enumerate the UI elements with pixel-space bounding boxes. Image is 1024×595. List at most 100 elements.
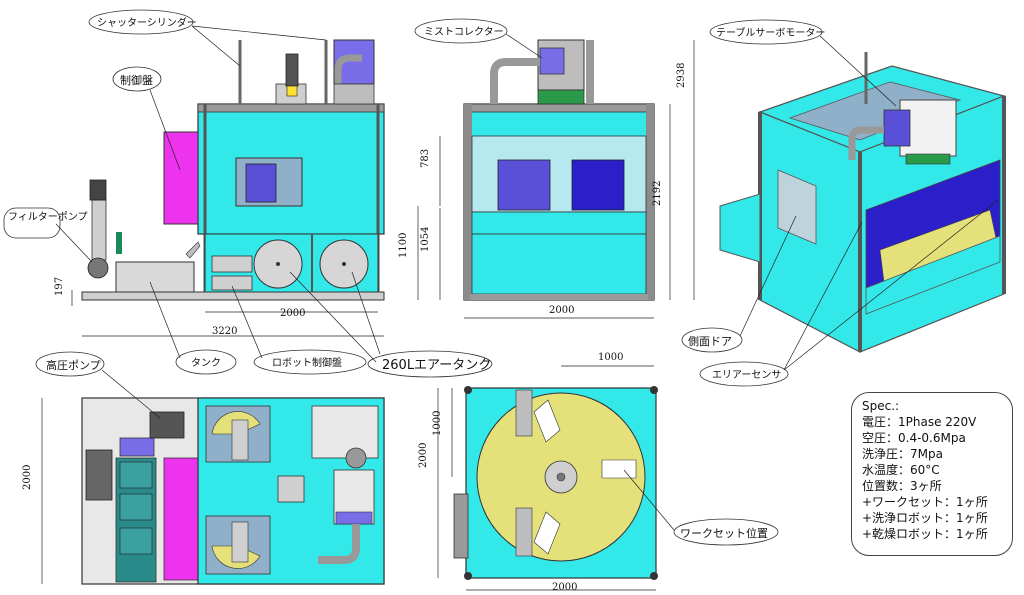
table-corner-4 <box>650 572 658 580</box>
table-callouts: ワークセット位置 <box>623 469 779 546</box>
side-mist-collector-motor <box>539 47 565 75</box>
side-robot-left <box>497 159 551 211</box>
spec-line-wash-pressure: 洗浄圧：7Mpa <box>862 447 943 461</box>
front-air-tank-2-hub <box>342 262 346 266</box>
plan-servo-center <box>277 475 305 503</box>
callout-work-set-bubble <box>673 518 779 546</box>
table-corner-2 <box>650 386 658 394</box>
plan-duct-pipe <box>318 524 360 564</box>
front-robot-panel-1 <box>211 255 253 273</box>
callout-mist-collector-bubble <box>414 18 508 44</box>
side-robot-right <box>571 159 625 211</box>
side-dim-1100: 1100 <box>398 233 409 258</box>
turntable-jig-2 <box>533 511 561 555</box>
iso-top-panel <box>788 81 962 141</box>
side-dim-2192: 2192 <box>652 181 663 206</box>
table-dim-1000-top: 1000 <box>598 352 623 363</box>
plan-robot-1 <box>231 419 249 461</box>
spec-line-water-temp: 水温度：60°C <box>862 463 940 477</box>
callout-shutter-cylinder-bubble <box>88 9 194 35</box>
side-dim-783: 783 <box>420 149 431 168</box>
front-robot-panel-2 <box>211 275 253 291</box>
iso-view <box>719 52 1006 353</box>
front-dim-197: 197 <box>54 277 65 296</box>
iso-callouts: テーブルサーボモーター 側面ドア エリアーセンサ <box>681 19 999 387</box>
callout-robot-control-panel-bubble <box>253 349 367 375</box>
side-base <box>470 294 648 300</box>
leader-mist-collector <box>505 33 543 59</box>
turntable-jig-1 <box>533 399 561 443</box>
leader-filter-pump <box>55 223 93 263</box>
front-top-rail <box>197 103 385 113</box>
side-callouts: ミストコレクター <box>414 18 543 59</box>
side-post-right <box>646 104 654 300</box>
table-dim-2000-bottom: 2000 <box>552 582 577 593</box>
leader-area-sensor-1 <box>783 221 863 371</box>
leader-work-set <box>623 469 675 531</box>
callout-filter-pump-bubble <box>3 207 61 239</box>
plan-hp-pump-motor <box>119 437 155 457</box>
plan-dim-2000: 2000 <box>22 465 33 490</box>
side-dim-1054: 1054 <box>420 227 431 252</box>
front-view: 197 2000 3220 <box>54 39 385 337</box>
callout-hp-pump-bubble <box>35 351 105 377</box>
callout-table-servo-motor: テーブルサーボモーター <box>716 26 825 39</box>
side-post-left <box>464 104 472 300</box>
front-control-panel <box>163 131 199 225</box>
iso-servo-motor <box>883 109 911 147</box>
table-corner-1 <box>464 386 472 394</box>
leader-tank <box>149 281 181 359</box>
plan-view: 2000 <box>22 397 385 585</box>
table-robot-1 <box>515 389 533 437</box>
leader-shutter-right <box>191 25 327 41</box>
spec-line-dry-robot: +乾燥ロボット：1ヶ所 <box>862 527 988 541</box>
spec-line-positions: 位置数：3ヶ所 <box>862 479 942 493</box>
callout-high-pressure-pump: 高圧ポンプ <box>46 358 101 372</box>
callout-side-door: 側面ドア <box>688 335 732 348</box>
front-air-tank-1-hub <box>276 262 280 266</box>
front-collector-stand <box>333 83 375 105</box>
plan-control-panel <box>163 457 199 581</box>
spec-line-air-pressure: 空圧：0.4-0.6Mpa <box>862 431 966 445</box>
front-motor-body <box>285 53 299 87</box>
leader-robot-panel <box>231 285 263 359</box>
side-mid-panel <box>471 211 647 235</box>
front-dim-3220: 3220 <box>212 326 237 337</box>
plan-duct <box>345 447 367 469</box>
callout-table-servo-motor-bubble <box>709 19 823 45</box>
side-dim-2938: 2938 <box>676 63 687 88</box>
leader-area-sensor-2 <box>783 199 999 371</box>
plan-pump-drawer-1 <box>119 461 153 489</box>
side-view: 2938 2192 783 1100 1054 2000 <box>398 39 695 319</box>
plan-robot-2 <box>231 521 249 563</box>
callout-air-tank-bubble <box>367 350 493 378</box>
callout-robot-control-panel: ロボット制御盤 <box>272 356 342 369</box>
side-collector-stand <box>537 89 585 105</box>
table-dim-2000-left: 2000 <box>418 443 429 468</box>
callout-shutter-cylinder: シャッターシリンダー <box>97 16 197 29</box>
table-dim-1000-left: 1000 <box>432 411 443 436</box>
plan-pump-drawer-3 <box>119 527 153 555</box>
front-tank <box>115 261 195 293</box>
front-motor-coupling <box>286 85 298 97</box>
table-corner-3 <box>464 572 472 580</box>
callout-mist-collector: ミストコレクター <box>424 26 504 38</box>
front-tank-chute <box>185 241 201 259</box>
plan-filter-pump <box>85 449 113 501</box>
table-view: 1000 1000 2000 2000 <box>418 352 658 593</box>
plan-callouts: 高圧ポンプ <box>35 351 161 419</box>
side-top-rail <box>463 103 655 113</box>
plan-duct-area <box>311 405 379 459</box>
iso-side-door <box>777 169 817 245</box>
plan-mist-motor <box>335 511 373 525</box>
iso-servo-base <box>905 153 951 165</box>
leader-table-servo <box>819 35 897 107</box>
front-dim-2000: 2000 <box>280 308 305 319</box>
side-dim-2000: 2000 <box>549 305 574 316</box>
leader-side-door <box>739 215 797 337</box>
spec-box: Spec.: 電圧：1Phase 220V 空圧：0.4-0.6Mpa 洗浄圧：… <box>851 392 1013 556</box>
leader-air-tank-1 <box>289 271 377 363</box>
callout-air-tank: 260Lエアータンク <box>382 358 491 373</box>
